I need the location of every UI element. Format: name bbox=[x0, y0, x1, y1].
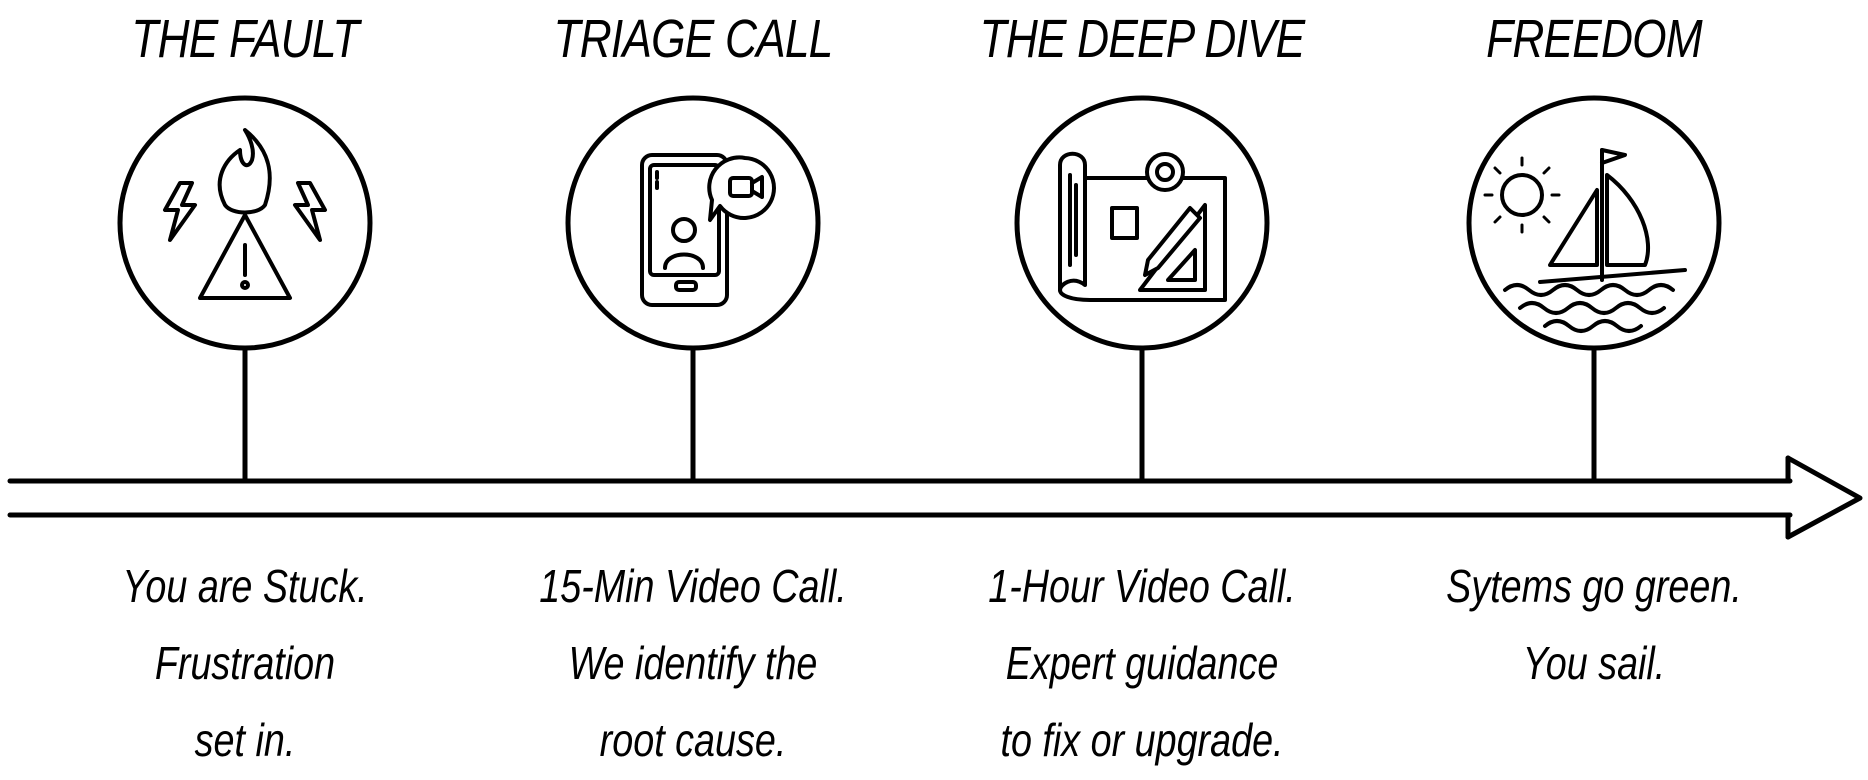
step-title-4: FREEDOM bbox=[1486, 9, 1702, 69]
step-circle-2 bbox=[565, 95, 821, 351]
step-description-3: 1-Hour Video Call. Expert guidance to fi… bbox=[970, 548, 1314, 779]
blueprint-tools-icon bbox=[1058, 151, 1227, 302]
step-title-1: THE FAULT bbox=[131, 9, 359, 69]
step-description-1: You are Stuck. Frustration set in. bbox=[73, 548, 417, 779]
timeline-arrow bbox=[7, 455, 1863, 540]
description-line: We identify the bbox=[568, 637, 818, 689]
description-line: set in. bbox=[194, 714, 296, 766]
step-circle-4 bbox=[1466, 95, 1722, 351]
phone-video-call-icon bbox=[640, 153, 776, 307]
description-line: Sytems go green. bbox=[1446, 560, 1742, 612]
description-line: You are Stuck. bbox=[122, 560, 368, 612]
description-line: to fix or upgrade. bbox=[1000, 714, 1284, 766]
description-line: 15-Min Video Call. bbox=[539, 560, 847, 612]
step-circle-1 bbox=[117, 95, 373, 351]
step-title-3: THE DEEP DIVE bbox=[979, 9, 1306, 69]
step-description-4: Sytems go green. You sail. bbox=[1422, 548, 1766, 702]
description-line: root cause. bbox=[599, 714, 787, 766]
description-line: Frustration bbox=[154, 637, 336, 689]
fire-warning-icon bbox=[163, 128, 327, 300]
step-title-2: TRIAGE CALL bbox=[553, 9, 834, 69]
sailboat-sun-icon bbox=[1483, 148, 1687, 333]
step-circle-3 bbox=[1014, 95, 1270, 351]
description-line: 1-Hour Video Call. bbox=[988, 560, 1296, 612]
description-line: You sail. bbox=[1522, 637, 1666, 689]
step-description-2: 15-Min Video Call. We identify the root … bbox=[521, 548, 865, 779]
description-line: Expert guidance bbox=[1005, 637, 1279, 689]
